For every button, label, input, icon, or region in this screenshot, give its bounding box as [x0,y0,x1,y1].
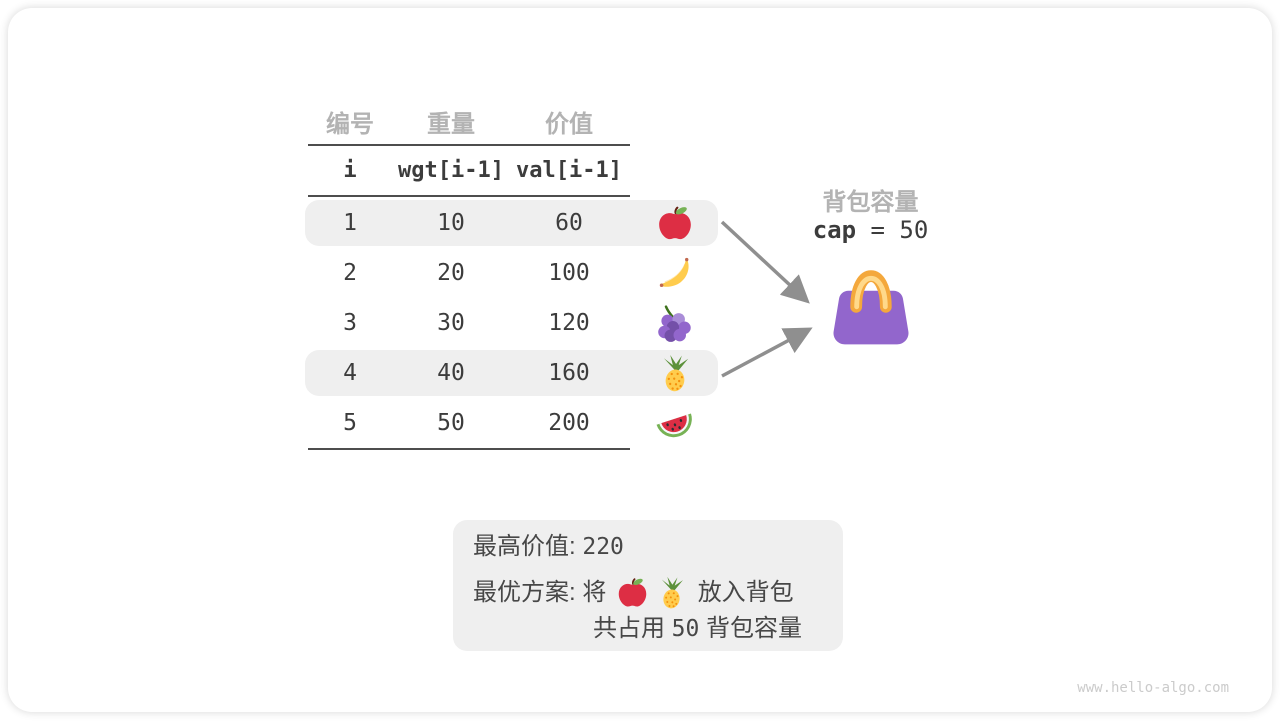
knapsack-capacity-title: 背包容量 [822,189,919,216]
row4-wgt: 40 [437,360,465,386]
arrow-row4-to-bag [721,327,813,378]
col-header-weight: 重量 [427,111,475,138]
row2-wgt: 20 [437,260,465,286]
table-column-headers: 编号 重量 价值 [305,98,718,145]
capacity-equation: cap = 50 [788,216,953,244]
max-value-label: 最高价值: [473,533,576,560]
banana-icon [656,254,694,292]
result-box: 最高价值: 220 最优方案: 将 放入背包 共占用 50 背包容量 [453,520,843,651]
col-header-id: 编号 [326,111,374,138]
diagram-card: 编号 重量 价值 i wgt[i-1] val[i-1] 1 10 60 2 2… [8,8,1272,712]
watermelon-icon [654,402,696,444]
row3-i: 3 [343,310,357,336]
row5-val: 200 [548,410,590,436]
usage-prefix: 共占用 [593,615,665,642]
plan-prefix: 将 [582,579,607,606]
cap-variable: cap [812,216,857,244]
table-variable-headers: i wgt[i-1] val[i-1] [305,146,718,195]
table-row-4-selected: 4 40 160 [305,350,718,396]
handbag-icon [825,257,917,349]
table-row-2: 2 20 100 [305,248,718,298]
apple-icon [656,204,694,242]
cap-value: 50 [899,216,929,244]
table-rule-bottom [308,448,630,450]
table-rule-top [308,144,630,146]
usage-suffix: 背包容量 [706,615,803,642]
grapes-icon [656,304,694,342]
watermark: www.hello-algo.com [1077,680,1229,696]
row4-i: 4 [343,360,357,386]
result-max-value-line: 最高价值: 220 [473,532,624,562]
row5-i: 5 [343,410,357,436]
row5-wgt: 50 [437,410,465,436]
row3-wgt: 30 [437,310,465,336]
row2-val: 100 [548,260,590,286]
row1-i: 1 [343,210,357,236]
row3-val: 120 [548,310,590,336]
table-row-1-selected: 1 10 60 [305,200,718,246]
row2-i: 2 [343,260,357,286]
apple-icon [616,576,649,609]
var-header-i: i [343,158,357,183]
row1-wgt: 10 [437,210,465,236]
max-value-number: 220 [582,534,624,560]
plan-label: 最优方案: [473,579,576,606]
table-row-5: 5 50 200 [305,398,718,448]
row1-val: 60 [555,210,583,236]
pineapple-icon [655,576,688,609]
result-plan-line: 最优方案: 将 放入背包 [473,572,794,614]
usage-number: 50 [671,616,700,642]
pineapple-icon [656,354,694,392]
plan-suffix: 放入背包 [697,579,794,606]
cap-equals: = [870,216,885,244]
table-row-3: 3 30 120 [305,298,718,348]
table-rule-mid [308,195,630,197]
row4-val: 160 [548,360,590,386]
var-header-val: val[i-1] [516,158,622,183]
result-usage-line: 共占用 50 背包容量 [593,614,802,644]
col-header-value: 价值 [545,111,593,138]
var-header-wgt: wgt[i-1] [398,158,504,183]
